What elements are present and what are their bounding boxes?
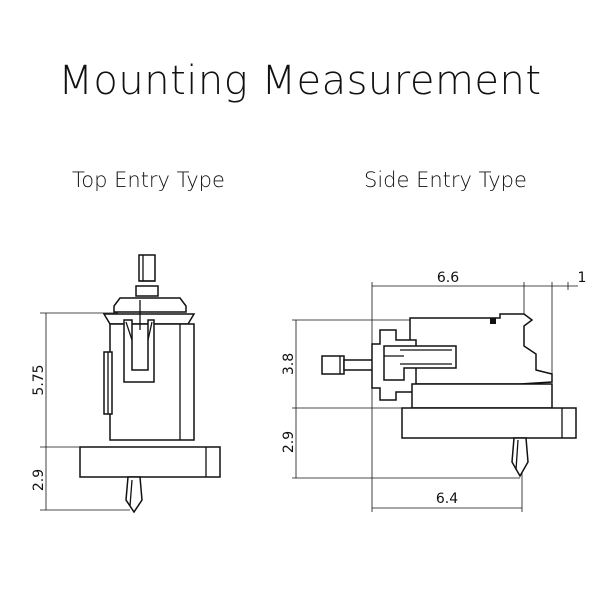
dim-6-4: 6.4 [436, 491, 458, 507]
side-base-plate [401, 407, 577, 439]
side-lower-body [411, 383, 553, 409]
side-entry-label: Side Entry Type [364, 168, 527, 192]
contact-channel [123, 319, 155, 383]
side-entry-drawing: 6.6 1 3.8 2.9 6.4 [281, 270, 586, 512]
dim-5-75: 5.75 [31, 364, 47, 395]
page-title: Mounting Measurement [58, 58, 542, 104]
base-plate [79, 446, 221, 478]
latch-mark [490, 318, 496, 324]
bottom-pin [125, 476, 143, 514]
dim-2-9-top: 2.9 [31, 469, 47, 491]
top-entry-drawing: 5.75 2.9 [31, 254, 221, 514]
side-bottom-pin [511, 437, 529, 478]
dim-2-9-side: 2.9 [281, 431, 297, 453]
connector-cap [113, 297, 187, 313]
plug-collar [135, 285, 159, 297]
dim-6-6: 6.6 [437, 270, 459, 286]
dim-3-8: 3.8 [281, 353, 297, 375]
dim-1: 1 [578, 270, 587, 286]
side-plug-shaft [343, 359, 375, 371]
top-entry-label: Top Entry Type [72, 168, 225, 192]
top-plug [138, 254, 156, 282]
side-plug [321, 355, 345, 375]
side-channel [383, 345, 457, 381]
